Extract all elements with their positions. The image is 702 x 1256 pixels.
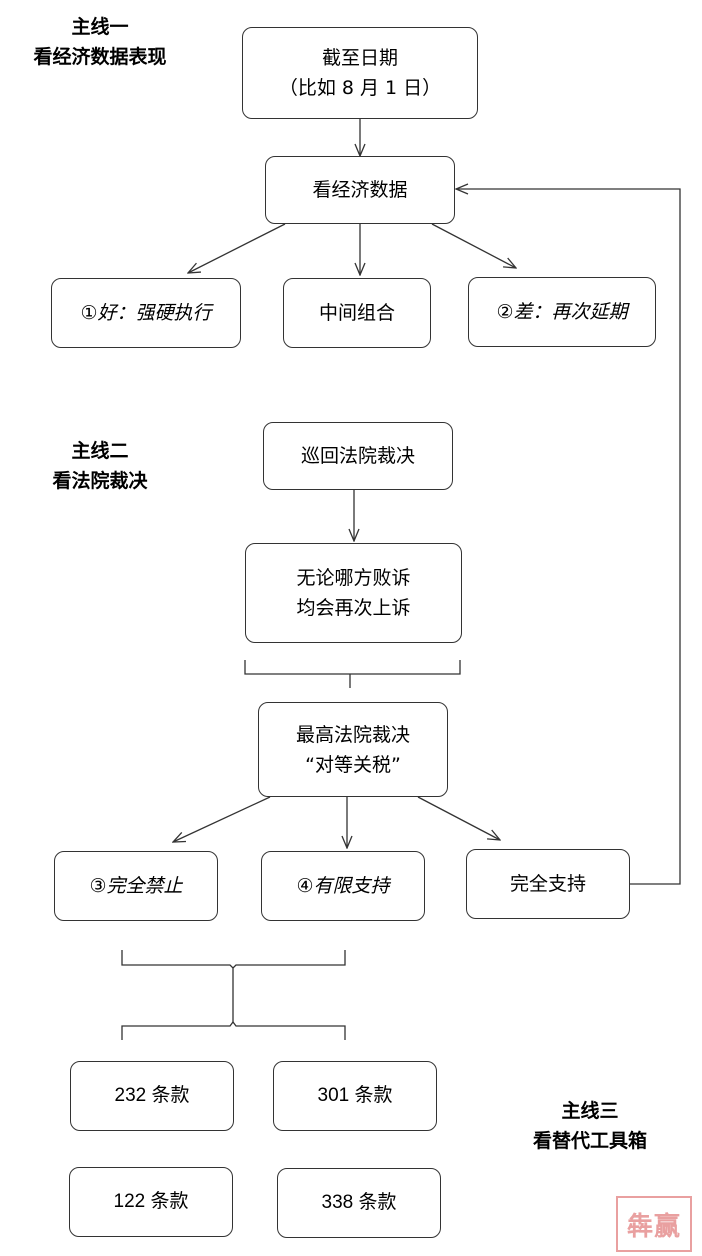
node-good-label: ①好：强硬执行 — [80, 302, 212, 324]
node-clause-122-label: 122 条款 — [113, 1191, 189, 1212]
brace-tools — [121, 1020, 346, 1040]
node-full-ban: ③完全禁止 — [54, 851, 218, 921]
node-clause-338: 338 条款 — [277, 1168, 441, 1238]
node-appeal-line1: 无论哪方败诉 — [296, 567, 411, 589]
line3-label: 主线三 看替代工具箱 — [490, 1096, 690, 1156]
arrow-econ-to-good — [188, 223, 286, 273]
node-mixed-label: 中间组合 — [318, 302, 395, 324]
line1-subtitle: 看经济数据表现 — [33, 46, 167, 68]
line3-title: 主线三 — [561, 1100, 619, 1122]
node-bad: ②差：再次延期 — [468, 277, 656, 347]
brace-outcomes — [121, 950, 346, 969]
node-appeal-line2: 均会再次上诉 — [296, 597, 411, 619]
node-clause-232-label: 232 条款 — [114, 1085, 190, 1106]
line2-title: 主线二 — [71, 440, 129, 462]
watermark-text: 犇赢 — [626, 1211, 681, 1242]
node-clause-338-label: 338 条款 — [321, 1192, 397, 1213]
node-bad-label: ②差：再次延期 — [496, 301, 628, 323]
node-cutoff-date: 截至日期 （比如 8 月 1 日） — [242, 27, 478, 119]
node-clause-301: 301 条款 — [273, 1061, 437, 1131]
node-clause-232: 232 条款 — [70, 1061, 234, 1131]
node-supreme-court-line2: “对等关税” — [305, 753, 401, 776]
node-econ-data: 看经济数据 — [265, 156, 455, 224]
line1-label: 主线一 看经济数据表现 — [0, 12, 200, 72]
node-circuit-court: 巡回法院裁决 — [263, 422, 453, 490]
line2-label: 主线二 看法院裁决 — [0, 436, 200, 496]
node-full-ban-label: ③完全禁止 — [89, 875, 183, 897]
watermark-seal: 犇赢 — [616, 1196, 692, 1252]
arrow-supreme-to-full — [417, 796, 500, 840]
node-supreme-court-line1: 最高法院裁决 — [295, 723, 410, 746]
node-limited-support: ④有限支持 — [261, 851, 425, 921]
arrow-supreme-to-ban — [173, 796, 271, 842]
brace-appeal — [244, 660, 461, 688]
node-circuit-court-label: 巡回法院裁决 — [300, 445, 415, 467]
node-clause-122: 122 条款 — [69, 1167, 233, 1237]
feedback-line-full-to-econ — [456, 189, 681, 885]
node-good: ①好：强硬执行 — [51, 278, 241, 348]
node-full-support-label: 完全支持 — [509, 873, 586, 895]
node-clause-301-label: 301 条款 — [317, 1085, 393, 1106]
line1-title: 主线一 — [71, 16, 129, 38]
line3-subtitle: 看替代工具箱 — [532, 1130, 647, 1152]
node-appeal: 无论哪方败诉 均会再次上诉 — [245, 543, 462, 643]
arrow-econ-to-bad — [431, 223, 516, 268]
line2-subtitle: 看法院裁决 — [52, 470, 148, 492]
node-cutoff-date-line1: 截至日期 — [321, 47, 398, 69]
node-supreme-court: 最高法院裁决 “对等关税” — [258, 702, 448, 797]
node-full-support: 完全支持 — [466, 849, 630, 919]
node-cutoff-date-line2: （比如 8 月 1 日） — [278, 77, 442, 99]
node-limited-support-label: ④有限支持 — [296, 875, 390, 897]
node-econ-data-label: 看经济数据 — [312, 179, 408, 201]
node-mixed: 中间组合 — [283, 278, 431, 348]
